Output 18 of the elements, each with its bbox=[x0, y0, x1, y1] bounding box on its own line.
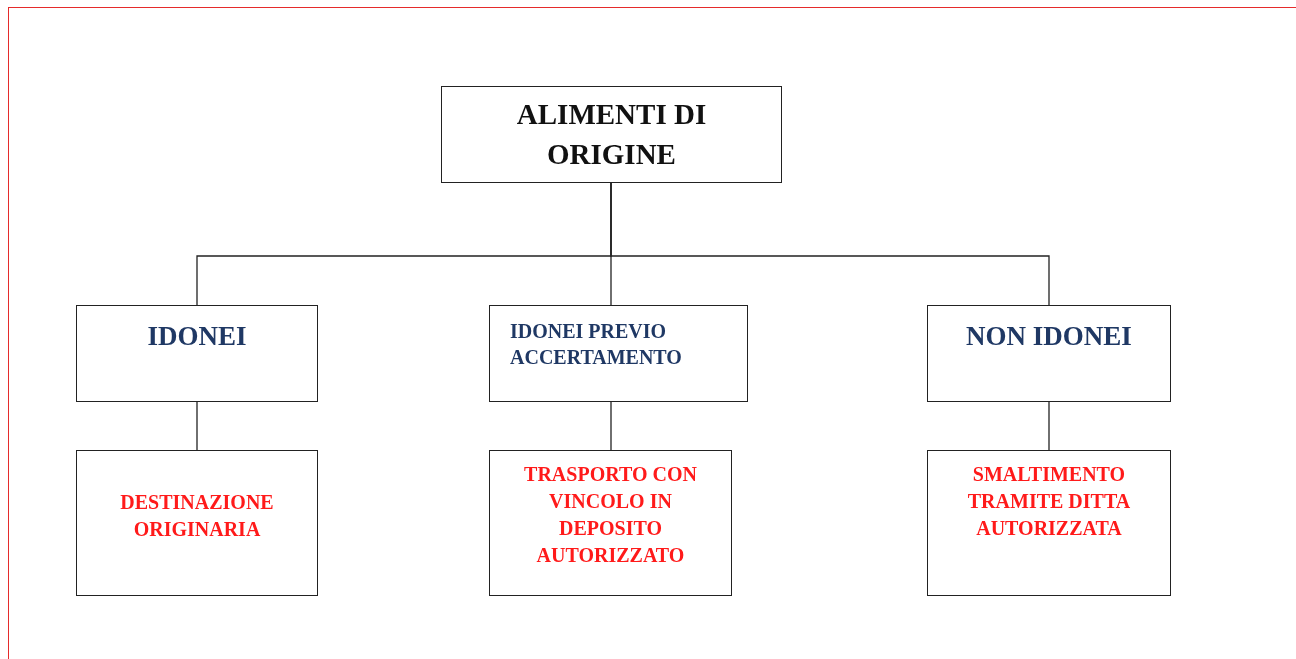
category-box bbox=[927, 450, 1171, 596]
box-label: IDONEI bbox=[147, 320, 247, 353]
box-label: IDONEI PREVIO ACCERTAMENTO bbox=[510, 319, 683, 370]
category-box bbox=[441, 86, 782, 183]
category-box bbox=[489, 450, 732, 596]
connector-line bbox=[196, 401, 198, 451]
connector-line bbox=[1048, 401, 1050, 451]
category-box bbox=[927, 305, 1171, 402]
box-label: SMALTIMENTO TRAMITE DITTA AUTORIZZATA bbox=[966, 462, 1132, 541]
connector-line bbox=[610, 182, 1050, 306]
category-box bbox=[489, 305, 748, 402]
category-box bbox=[76, 305, 318, 402]
box-label: NON IDONEI bbox=[966, 320, 1132, 353]
box-label: ALIMENTI DI ORIGINE bbox=[515, 97, 708, 172]
category-box bbox=[76, 450, 318, 596]
box-label: DESTINAZIONE ORIGINARIA bbox=[119, 490, 275, 542]
box-label: TRASPORTO CON VINCOLO IN DEPOSITO AUTORIZZATO bbox=[523, 462, 698, 568]
connector-line bbox=[610, 401, 612, 451]
